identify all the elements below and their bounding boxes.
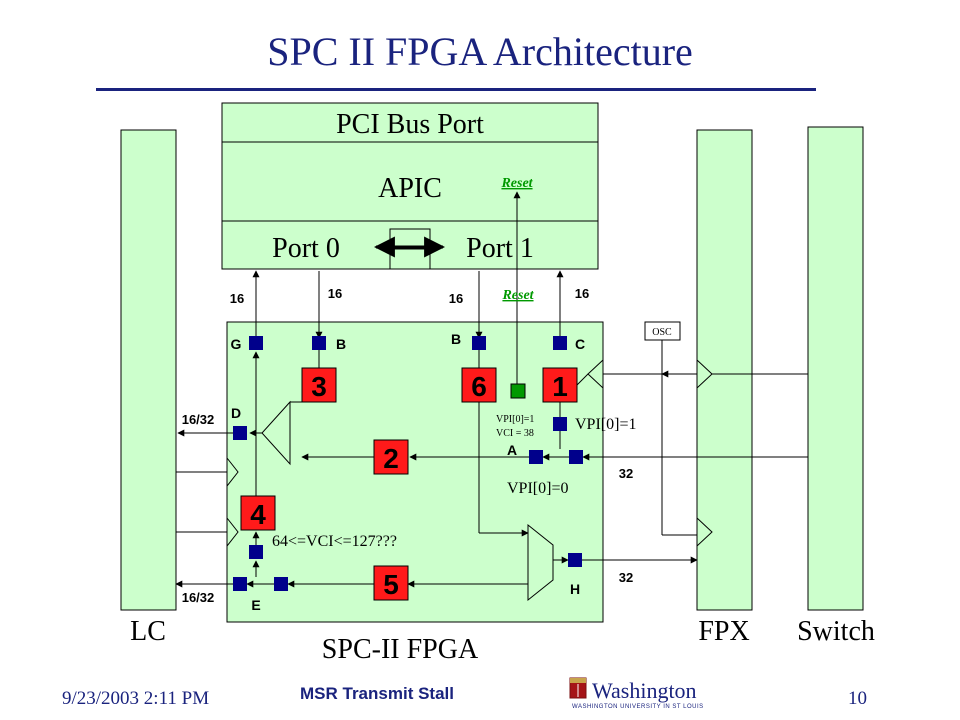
block-2 <box>373 439 409 475</box>
block-6-label: 6 <box>471 371 487 402</box>
fpx-label: FPX <box>698 616 749 647</box>
block-3-label: 3 <box>311 371 327 402</box>
apic-label: APIC <box>378 173 442 204</box>
switch-label: Switch <box>797 616 875 647</box>
width-16-32-bottom: 16/32 <box>182 590 215 605</box>
node-b-left <box>312 336 326 350</box>
page-number: 10 <box>848 688 867 709</box>
footer-university-name: Washington <box>592 678 697 703</box>
port0-label: Port 0 <box>272 233 340 264</box>
block-4 <box>240 495 276 531</box>
letter-d: D <box>231 405 241 421</box>
width-16-32-top: 16/32 <box>182 412 215 427</box>
slide-title: SPC II FPGA Architecture <box>267 29 693 74</box>
node-e <box>233 577 247 591</box>
node-e2 <box>274 577 288 591</box>
block-2-label: 2 <box>383 443 399 474</box>
footer-title: MSR Transmit Stall <box>300 684 454 703</box>
node-h <box>568 553 582 567</box>
lc-label: LC <box>130 616 166 647</box>
vpi0-label: VPI[0]=0 <box>507 480 568 497</box>
reset-node <box>510 383 526 399</box>
letter-g: G <box>231 336 242 352</box>
output-mux <box>527 523 554 602</box>
bus-width-3: 16 <box>449 291 463 306</box>
vpi1-small-label: VPI[0]=1 <box>496 414 534 425</box>
block-3 <box>301 367 337 403</box>
width-32-bottom: 32 <box>619 570 633 585</box>
fpga-label: SPC-II FPGA <box>322 634 479 665</box>
node-c <box>553 336 567 350</box>
letter-a: A <box>507 442 517 458</box>
vpi1-label: VPI[0]=1 <box>575 416 636 433</box>
letter-e: E <box>251 597 260 613</box>
reset-mid-label: Reset <box>501 288 534 303</box>
letter-c: C <box>575 336 585 352</box>
block-4-label: 4 <box>250 499 266 530</box>
node-vci-filter <box>249 545 263 559</box>
width-32-top: 32 <box>619 466 633 481</box>
washington-university-logo <box>569 677 587 699</box>
node-vpi1 <box>553 417 567 431</box>
node-a <box>529 450 543 464</box>
lc-column <box>120 129 177 611</box>
title-underline <box>96 88 816 91</box>
node-a-right <box>569 450 583 464</box>
footer-date: 9/23/2003 2:11 PM <box>62 688 210 709</box>
bus-width-4: 16 <box>575 286 589 301</box>
block-5-label: 5 <box>383 569 399 600</box>
letter-b-left: B <box>336 336 346 352</box>
switch-column <box>807 126 864 611</box>
vci-range-label: 64<=VCI<=127??? <box>272 533 397 550</box>
reset-top-label: Reset <box>500 176 533 191</box>
bus-width-2: 16 <box>328 286 342 301</box>
left-mux-triangle <box>261 400 291 466</box>
node-g <box>249 336 263 350</box>
port1-label: Port 1 <box>466 233 534 264</box>
block-5 <box>373 565 409 601</box>
bus-width-1: 16 <box>230 291 244 306</box>
footer-university-subtitle: WASHINGTON UNIVERSITY IN ST LOUIS <box>572 704 704 710</box>
osc-label: OSC <box>652 327 672 338</box>
letter-b-right: B <box>451 331 461 347</box>
block-1-label: 1 <box>552 371 568 402</box>
node-d <box>233 426 247 440</box>
node-b-right <box>472 336 486 350</box>
block-6 <box>461 367 497 403</box>
letter-h: H <box>570 581 580 597</box>
vci38-label: VCI = 38 <box>496 428 534 439</box>
pci-bus-port-label: PCI Bus Port <box>336 109 484 140</box>
